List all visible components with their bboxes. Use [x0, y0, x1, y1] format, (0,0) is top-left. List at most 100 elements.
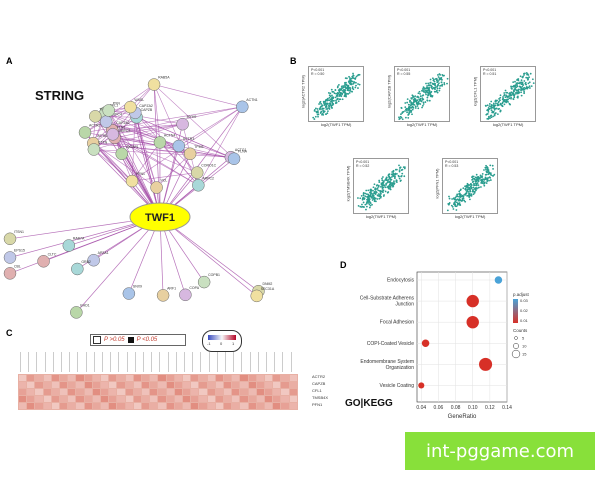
scatter-point [455, 199, 458, 202]
scatter-point [412, 95, 415, 98]
network-node-label: EPS15 [14, 249, 25, 253]
scatter-point [320, 110, 323, 113]
scatter-point [436, 81, 439, 84]
heatmap-legend: P >0.05 P <0.05 [90, 334, 186, 346]
scatter-point [529, 87, 531, 89]
scatter-point [441, 84, 444, 87]
scatter-point [414, 95, 417, 98]
panel-b-letter: B [290, 56, 297, 66]
scatter-point [508, 94, 511, 97]
scatter-point [413, 97, 416, 100]
scatter-point [516, 92, 519, 94]
scatter-point [451, 205, 454, 208]
scatter-point [474, 180, 477, 182]
scatter-point [349, 88, 352, 91]
scatter-point [401, 112, 404, 114]
scatter-point [409, 104, 412, 107]
network-node-label: DNM2 [262, 282, 272, 286]
scatter-point [403, 167, 406, 170]
scatter-point [368, 194, 371, 197]
scatter-point [373, 190, 376, 193]
scatter-point [359, 197, 362, 200]
network-edge [9, 216, 161, 274]
scatter-point [490, 109, 493, 112]
scatter-point [474, 176, 477, 179]
scatter-point [409, 99, 411, 102]
scatter-point [382, 195, 385, 197]
enrichment-dot [421, 339, 430, 348]
scatter-point [406, 101, 409, 104]
scatter-point [361, 203, 363, 206]
scatter-point [354, 86, 357, 89]
heatmap-col-tick [159, 352, 164, 372]
scatter-point [388, 185, 391, 188]
heatmap-col-tick [36, 352, 41, 372]
scatter-point [365, 201, 368, 204]
scatter-point [469, 198, 471, 201]
network-node-label: GRB2 [81, 260, 91, 264]
scatter-point [476, 176, 479, 178]
scatter-point [490, 100, 493, 103]
scatter-point [492, 175, 494, 177]
scatter-point [490, 116, 493, 119]
scatter-point [519, 75, 522, 78]
scatter-point [398, 177, 401, 180]
network-node [176, 117, 189, 131]
scatter-point [416, 105, 419, 107]
network-node-label: ARPC4 [110, 113, 122, 117]
scatter-point [501, 102, 504, 105]
scatter-point [519, 89, 522, 91]
scatter-point [496, 103, 499, 106]
scatter-point [324, 100, 327, 103]
scatter-point [383, 184, 386, 187]
heatmap-col-tick [143, 352, 148, 372]
legend-filled-box-icon [127, 337, 134, 343]
scatter-point [422, 86, 425, 89]
panel-a-letter: A [6, 56, 13, 66]
network-node [3, 251, 17, 264]
network-edge [153, 84, 199, 186]
scatter-point [514, 86, 516, 88]
scatter-point [521, 83, 524, 85]
scatter-point [404, 110, 406, 112]
scatter-point [316, 108, 319, 110]
scatter-point [352, 74, 355, 77]
heatmap-col-tick [118, 352, 123, 372]
network-edge [153, 84, 243, 108]
string-network: ACTR2ACTR3ACTBACTG1CFL1PFN1CAPZBCAPZA1CA… [3, 76, 275, 319]
scatter-point [463, 199, 466, 202]
scatter-point [362, 193, 365, 195]
scatter-point [404, 102, 407, 104]
scatter-point [468, 186, 471, 189]
scatter-pvalue: P<0.001 [483, 68, 497, 72]
scatter-point [518, 91, 521, 94]
scatter-point [345, 95, 347, 98]
heatmap-col-tick [134, 352, 140, 372]
scatter-point [510, 96, 512, 99]
scatter-point [468, 192, 471, 195]
scatter-point [421, 106, 423, 109]
scatter-point [446, 77, 449, 80]
network-edge [130, 106, 161, 218]
scatter-point [318, 107, 321, 110]
scatter-point [330, 105, 333, 107]
scatter-point [323, 104, 326, 107]
scatter-point [503, 92, 506, 94]
scatter-point [443, 82, 446, 84]
heatmap-col-tick [225, 352, 230, 372]
scatter-point [454, 196, 457, 199]
scatter-point [365, 193, 368, 195]
scatter-point [387, 187, 390, 190]
scatter-point [439, 85, 441, 87]
watermark-banner[interactable]: int-pggame.com [405, 432, 595, 470]
legend-color-title: p.adjust [513, 292, 530, 297]
scatter-point [387, 174, 390, 177]
scatter-point [381, 185, 384, 187]
scatter-point [419, 97, 422, 100]
heatmap-row-labels: ACTR2 CAPZB CFL1 TMSB4X PFN1 [312, 373, 328, 408]
scatter-point [382, 181, 385, 183]
network-node-label: SNX9 [133, 285, 142, 289]
scatter-xlabel: log2(TWF1 TPM) [365, 214, 397, 219]
scatter-point [491, 164, 494, 167]
